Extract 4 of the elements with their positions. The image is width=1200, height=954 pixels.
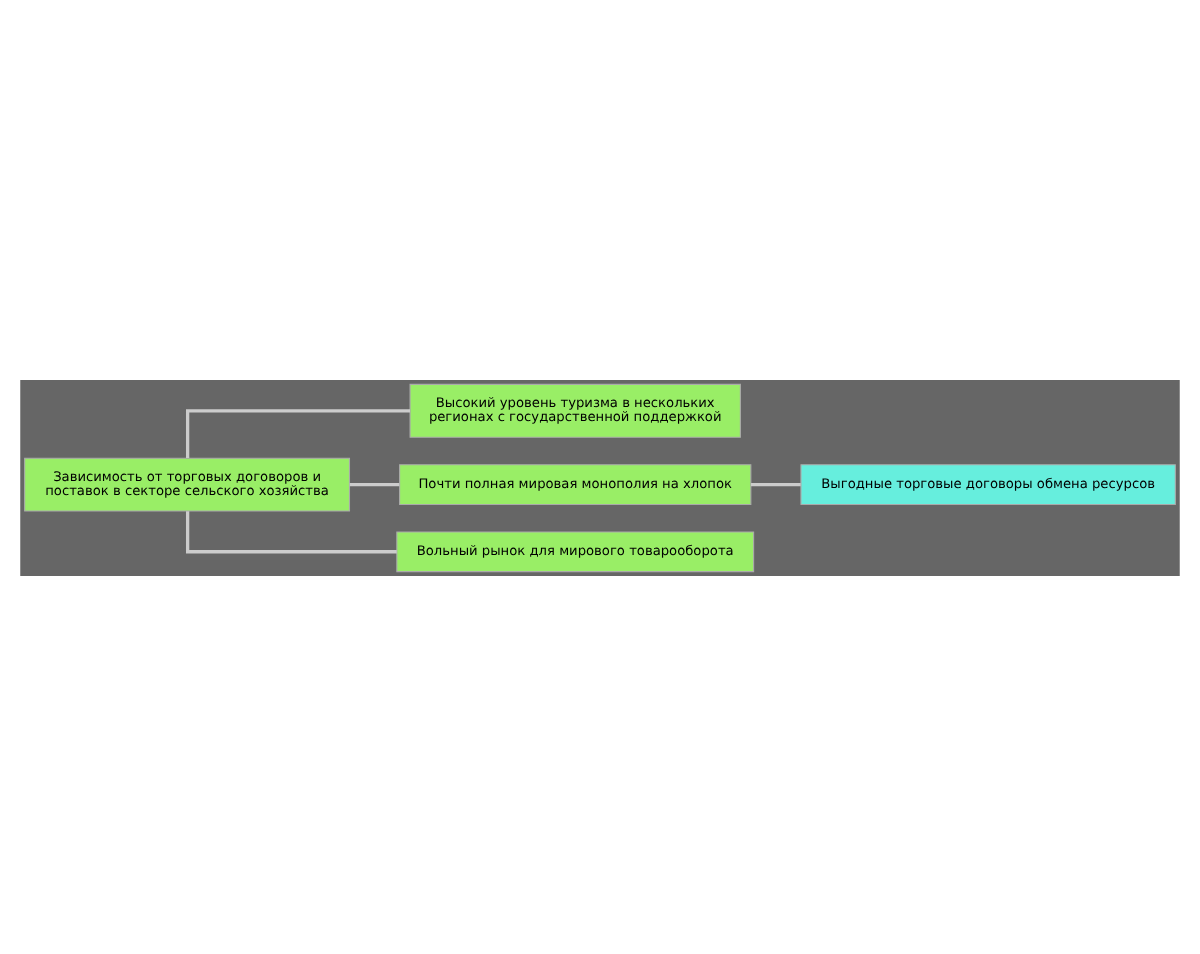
connector — [186, 408, 410, 457]
connector — [349, 481, 400, 486]
connector — [750, 481, 801, 486]
connector — [186, 510, 397, 553]
